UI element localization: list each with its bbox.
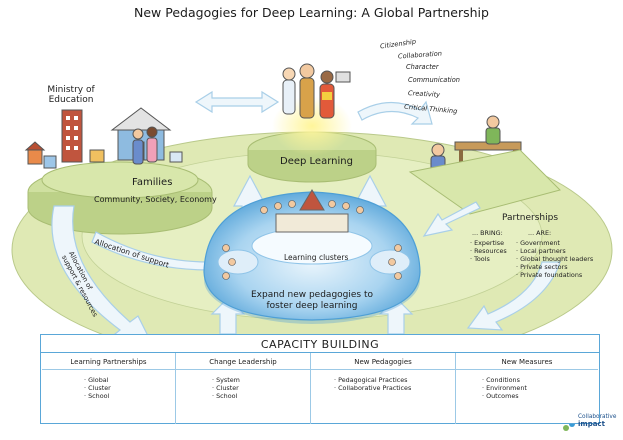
bring-head: ... BRING: <box>472 229 503 237</box>
are-list: · Government · Local partners · Global t… <box>516 239 593 279</box>
list-item-text: Pedagogical Practices <box>338 376 408 384</box>
trait-communication: Communication <box>408 76 460 84</box>
page-title: New Pedagogies for Deep Learning: A Glob… <box>134 5 489 20</box>
bring-item-text: Expertise <box>474 239 505 247</box>
are-item: · Local partners <box>516 247 566 255</box>
expand-line2: foster deep learning <box>266 301 358 311</box>
deep-learning-label: Deep Learning <box>280 156 353 167</box>
column-divider <box>175 353 176 424</box>
list-item: · School <box>84 392 110 400</box>
partnerships-title: Partnerships <box>502 213 559 223</box>
logo-line1: Collaborative <box>578 414 617 420</box>
bring-item-text: Resources <box>474 247 507 255</box>
list-item: · Outcomes <box>482 392 519 400</box>
are-item-text: Private foundations <box>520 271 583 279</box>
expand-line1: Expand new pedagogies to <box>250 290 373 300</box>
list-item-text: School <box>216 392 238 400</box>
bring-item: · Expertise <box>470 239 505 247</box>
list-item-text: Cluster <box>216 384 239 392</box>
list-item: · Collaborative Practices <box>334 384 412 392</box>
are-item-text: Global thought leaders <box>520 255 594 263</box>
are-item: · Private sectors <box>516 263 568 271</box>
are-head: ... ARE: <box>528 229 552 237</box>
community-label: Community, Society, Economy <box>94 195 217 204</box>
new-measures-list: · Conditions · Environment · Outcomes <box>482 376 527 400</box>
list-item: · Global <box>84 376 109 384</box>
are-item-text: Private sectors <box>520 263 568 271</box>
change-leadership-list: · System · Cluster · School <box>212 376 240 400</box>
list-item: · Pedagogical Practices <box>334 376 408 384</box>
bring-item: · Tools <box>470 255 490 263</box>
column-head-new-pedagogies: New Pedagogies <box>311 356 455 370</box>
ministry-label: Ministry of Education <box>46 86 96 105</box>
trait-creativity: Creativity <box>407 89 441 99</box>
learning-clusters-label: Learning clusters <box>284 253 349 262</box>
list-item-text: Cluster <box>88 384 111 392</box>
new-pedagogies-list: · Pedagogical Practices · Collaborative … <box>334 376 411 392</box>
capacity-building-title: CAPACITY BUILDING <box>40 334 600 353</box>
logo-line2: impact <box>578 420 605 428</box>
families-label: Families <box>132 177 173 188</box>
are-item-text: Local partners <box>520 247 566 255</box>
column-divider <box>310 353 311 424</box>
ministry-label-line1: Ministry of <box>47 85 95 95</box>
ministry-label-line2: Education <box>48 95 94 105</box>
bring-item: · Resources <box>470 247 507 255</box>
are-item: · Private foundations <box>516 271 583 279</box>
column-head-change-leadership: Change Leadership <box>176 356 310 370</box>
list-item: · School <box>212 392 238 400</box>
list-item-text: System <box>216 376 240 384</box>
list-item: · Cluster <box>84 384 111 392</box>
bring-item-text: Tools <box>474 255 490 263</box>
are-item: · Global thought leaders <box>516 255 594 263</box>
ministry-illustration <box>24 109 83 169</box>
list-item: · Conditions <box>482 376 520 384</box>
are-item-text: Government <box>520 239 560 247</box>
column-head-learning-partnerships: Learning Partnerships <box>42 356 175 370</box>
list-item-text: Outcomes <box>486 392 519 400</box>
list-item: · Environment <box>482 384 527 392</box>
list-item-text: Environment <box>486 384 527 392</box>
trait-character: Character <box>406 63 439 71</box>
list-item: · System <box>212 376 240 384</box>
column-head-new-measures: New Measures <box>456 356 598 370</box>
bring-list: · Expertise · Resources · Tools <box>470 239 507 263</box>
learning-clusters-dome <box>203 189 421 324</box>
list-item-text: Conditions <box>486 376 520 384</box>
learning-partnerships-list: · Global · Cluster · School <box>84 376 111 400</box>
column-divider <box>455 353 456 424</box>
list-item: · Cluster <box>212 384 239 392</box>
collaborative-impact-logo: Collaborative impact <box>578 414 616 428</box>
capacity-building-box <box>40 334 600 424</box>
students-illustration <box>282 63 351 119</box>
list-item-text: School <box>88 392 110 400</box>
list-item-text: Collaborative Practices <box>338 384 412 392</box>
expand-label: Expand new pedagogies to foster deep lea… <box>222 290 402 312</box>
families-illustration <box>89 107 183 165</box>
are-item: · Government <box>516 239 560 247</box>
list-item-text: Global <box>88 376 109 384</box>
